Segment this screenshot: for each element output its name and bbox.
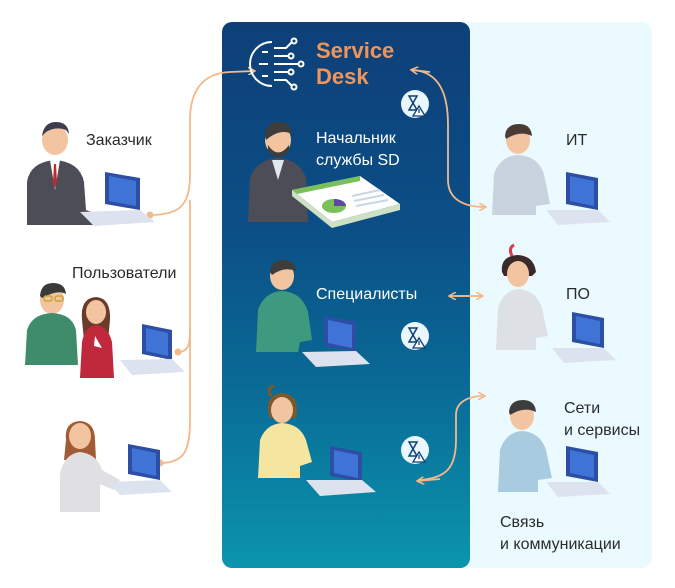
- it-person-icon: [492, 124, 550, 215]
- networks-connector-back: [418, 479, 441, 481]
- specialist-laptop-icon: [302, 316, 370, 367]
- sla-badge-3: [401, 436, 429, 464]
- software-person-icon: [496, 243, 548, 350]
- user-laptop-icon: [108, 444, 172, 495]
- customer-label: Заказчик: [86, 132, 152, 149]
- software-label: ПО: [566, 286, 590, 303]
- specialist2-laptop-icon: [306, 446, 376, 496]
- user3-connector: [159, 330, 191, 464]
- networks-person-icon: [498, 400, 552, 492]
- customer-laptop-icon: [80, 172, 155, 226]
- right-connectors: [412, 70, 485, 481]
- specialist-woman-icon: [258, 384, 312, 478]
- sd-dashboard-icon: [292, 176, 400, 228]
- networks-connector: [419, 396, 484, 481]
- it-label: ИТ: [566, 132, 588, 149]
- sla-badge-2: [401, 322, 429, 350]
- logo-title: Service Desk: [316, 38, 395, 89]
- networks-laptop-icon: [546, 446, 610, 497]
- users-laptop-icon: [120, 324, 185, 375]
- users-label: Пользователи: [72, 265, 177, 282]
- sd-head-label: Начальник службы SD: [316, 130, 400, 169]
- it-connector-start: [412, 70, 431, 72]
- networks-label: Сети и сервисы: [564, 400, 641, 439]
- circuit-brain-icon: [249, 37, 305, 91]
- sla-badge-1: [401, 90, 429, 118]
- it-laptop-icon: [546, 172, 610, 225]
- communications-label: Связь и коммуникации: [500, 514, 621, 553]
- users-connector: [177, 200, 191, 353]
- it-connector: [412, 69, 485, 207]
- sd-head-person-icon: [248, 122, 308, 222]
- users-man-icon: [25, 283, 78, 365]
- customer-person-icon: [27, 122, 100, 225]
- customer-connector: [149, 71, 254, 216]
- user-woman-icon: [60, 421, 120, 512]
- users-woman-icon: [80, 297, 114, 378]
- specialist-man-icon: [256, 260, 312, 352]
- software-laptop-icon: [552, 312, 616, 363]
- specialists-label: Специалисты: [316, 286, 418, 303]
